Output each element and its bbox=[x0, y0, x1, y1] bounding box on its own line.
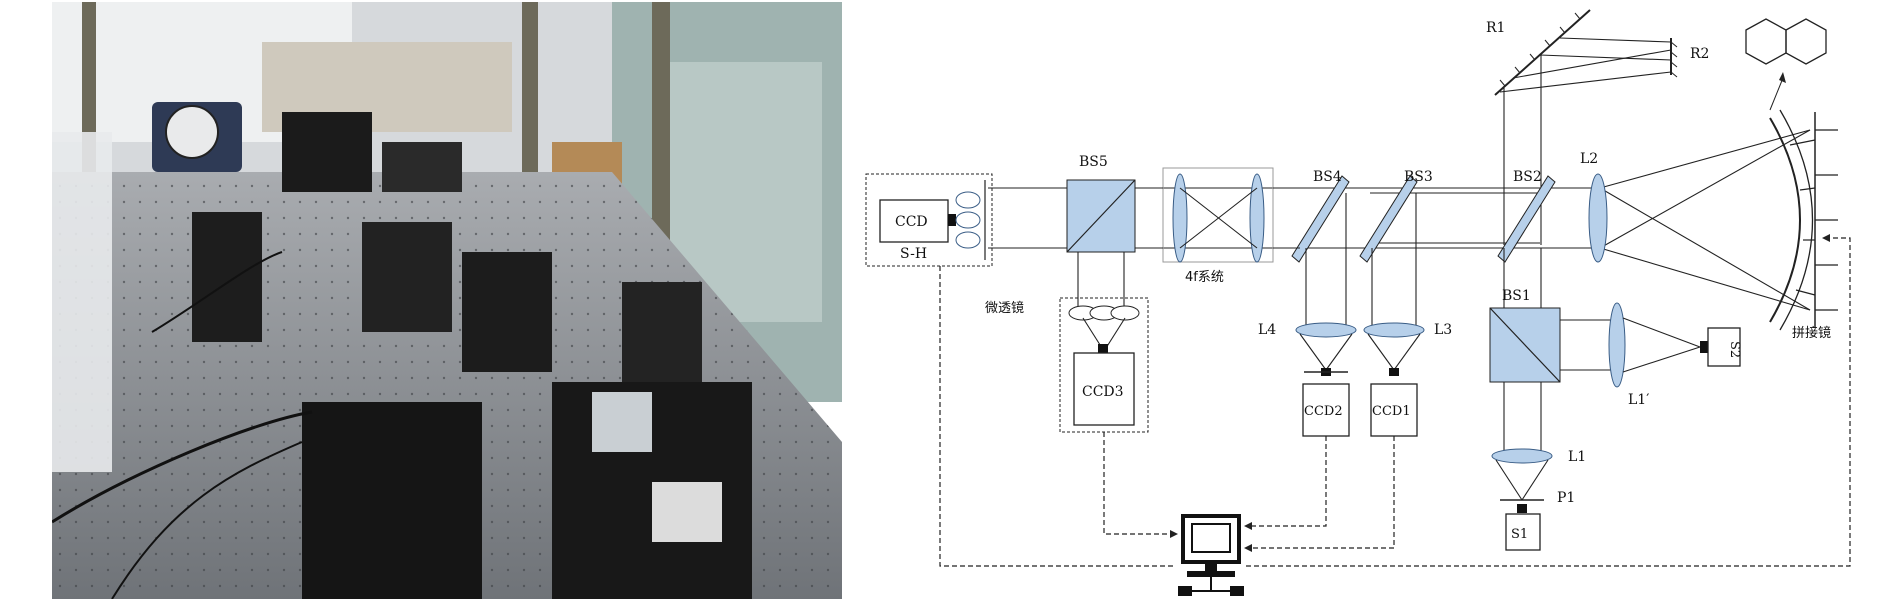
beam-splitter-bs4 bbox=[1291, 175, 1350, 263]
pillar bbox=[82, 2, 96, 172]
mount bbox=[362, 222, 452, 332]
hexagon-mirror bbox=[382, 142, 462, 192]
camera-body bbox=[652, 482, 722, 542]
mount bbox=[282, 112, 372, 192]
shack-hartmann-frame bbox=[865, 173, 993, 267]
segmented-mirror-actuators bbox=[1789, 129, 1838, 311]
hexagon-segments-icon bbox=[1745, 18, 1827, 65]
ccd2 bbox=[1302, 383, 1350, 437]
mount bbox=[462, 252, 552, 372]
arrow-to-hexagon bbox=[1769, 77, 1784, 111]
label-bs3: BS3 bbox=[1404, 169, 1433, 185]
signal-ccd2 bbox=[1246, 436, 1327, 527]
label-r1: R1 bbox=[1486, 20, 1505, 36]
signal-sh bbox=[939, 266, 1176, 567]
segmented-mirror bbox=[1769, 117, 1801, 323]
ccd3 bbox=[1073, 352, 1135, 426]
mount bbox=[622, 282, 702, 392]
sh-microlens-3 bbox=[955, 231, 981, 249]
signal-segmented-mirror bbox=[1246, 237, 1851, 567]
signal-ccd3 bbox=[1103, 432, 1176, 535]
protective-cover bbox=[52, 132, 112, 472]
label-bs5: BS5 bbox=[1079, 154, 1108, 170]
sh-microlens-2 bbox=[955, 211, 981, 229]
lens-l2 bbox=[1588, 173, 1608, 263]
fourf-lens-1 bbox=[1172, 173, 1188, 263]
label-ccd1: CCD1 bbox=[1372, 404, 1411, 419]
label-microlens: 微透镜 bbox=[985, 301, 1024, 316]
label-p1: P1 bbox=[1557, 490, 1575, 506]
label-segmented-mirror: 拼接镜 bbox=[1792, 325, 1831, 341]
label-bs2: BS2 bbox=[1513, 169, 1542, 185]
label-l1-prime: L1′ bbox=[1628, 392, 1649, 408]
lens-l3 bbox=[1363, 322, 1425, 338]
label-l3: L3 bbox=[1434, 322, 1452, 338]
gauge-dial bbox=[165, 105, 219, 159]
prism bbox=[592, 392, 652, 452]
signal-ccd1 bbox=[1246, 436, 1395, 549]
label-l4: L4 bbox=[1258, 322, 1276, 338]
label-ccd3: CCD3 bbox=[1082, 384, 1124, 400]
source-s2 bbox=[1707, 327, 1741, 367]
beam-splitter-bs3 bbox=[1359, 175, 1418, 263]
label-sh: S-H bbox=[900, 246, 927, 262]
camera-stage bbox=[302, 402, 482, 599]
pillar bbox=[522, 2, 538, 202]
label-ccd2: CCD2 bbox=[1304, 404, 1343, 419]
lens-l4 bbox=[1295, 322, 1357, 338]
label-s2: S2 bbox=[1727, 341, 1742, 358]
cable bbox=[52, 410, 313, 524]
sh-microlens-1 bbox=[955, 191, 981, 209]
ccd1 bbox=[1370, 383, 1418, 437]
label-l1: L1 bbox=[1568, 449, 1586, 465]
lab-photo bbox=[52, 2, 842, 599]
fourf-lens-2 bbox=[1249, 173, 1265, 263]
cable bbox=[151, 251, 283, 333]
computer-icon bbox=[1178, 514, 1244, 596]
lens-l1-prime bbox=[1608, 302, 1626, 388]
label-bs4: BS4 bbox=[1313, 169, 1342, 185]
label-ccd: CCD bbox=[895, 214, 928, 230]
beam-splitter-bs2 bbox=[1497, 175, 1556, 263]
label-l2: L2 bbox=[1580, 151, 1598, 167]
source-s1 bbox=[1505, 513, 1541, 551]
label-r2: R2 bbox=[1690, 46, 1709, 62]
label-4f: 4f系统 bbox=[1185, 270, 1224, 285]
label-s1: S1 bbox=[1511, 527, 1528, 542]
fourf-system-frame bbox=[1162, 167, 1274, 263]
lens-l1 bbox=[1491, 448, 1553, 464]
mirror-r2-hatch bbox=[1670, 41, 1678, 78]
label-bs1: BS1 bbox=[1502, 288, 1531, 304]
microlens-array bbox=[1068, 305, 1140, 321]
mirror-r1 bbox=[1494, 9, 1591, 96]
mount bbox=[192, 212, 262, 342]
cable bbox=[111, 441, 303, 599]
ccd-sh bbox=[879, 199, 949, 243]
pillar bbox=[652, 2, 670, 252]
mirror-r1-hatch bbox=[1499, 12, 1581, 87]
